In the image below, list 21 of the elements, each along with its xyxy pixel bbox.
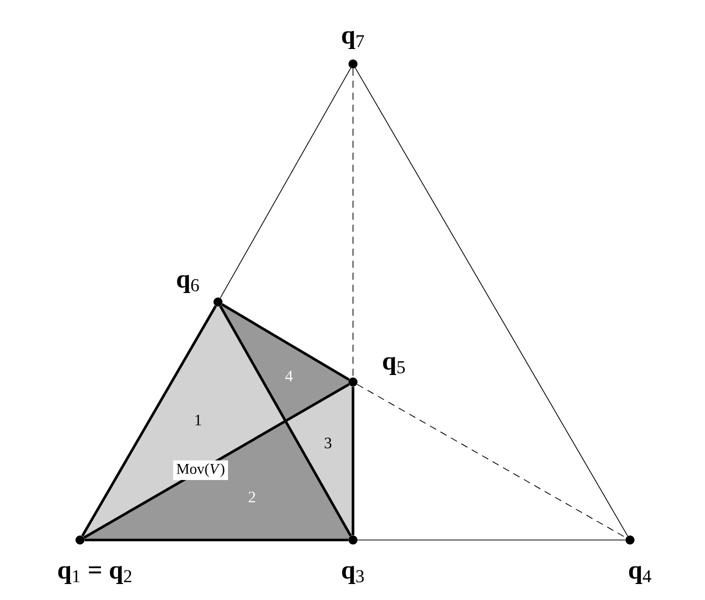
line xyxy=(220,68,352,298)
vertex-label: q$_{4}$ xyxy=(629,566,652,584)
vertex-label: q$_{7}$ xyxy=(342,31,364,49)
line xyxy=(352,386,354,536)
line xyxy=(219,305,352,537)
region-number: 2 xyxy=(248,492,256,502)
line xyxy=(83,383,350,539)
line xyxy=(352,68,354,378)
vertex-label: q$_{1}$ = q$_{2}$ xyxy=(58,566,132,584)
line xyxy=(356,384,626,538)
line xyxy=(221,303,350,381)
edge-label: Mov(V) xyxy=(173,460,228,480)
vertex-label: q$_{5}$ xyxy=(383,357,405,375)
region-number: 1 xyxy=(195,414,202,426)
line xyxy=(81,305,217,537)
region-number: 3 xyxy=(324,438,332,448)
vertex-label: q$_{3}$ xyxy=(342,566,364,584)
line xyxy=(84,538,348,542)
vertex-label: q$_{6}$ xyxy=(177,275,199,293)
region-number: 4 xyxy=(285,370,293,382)
line xyxy=(354,68,628,536)
